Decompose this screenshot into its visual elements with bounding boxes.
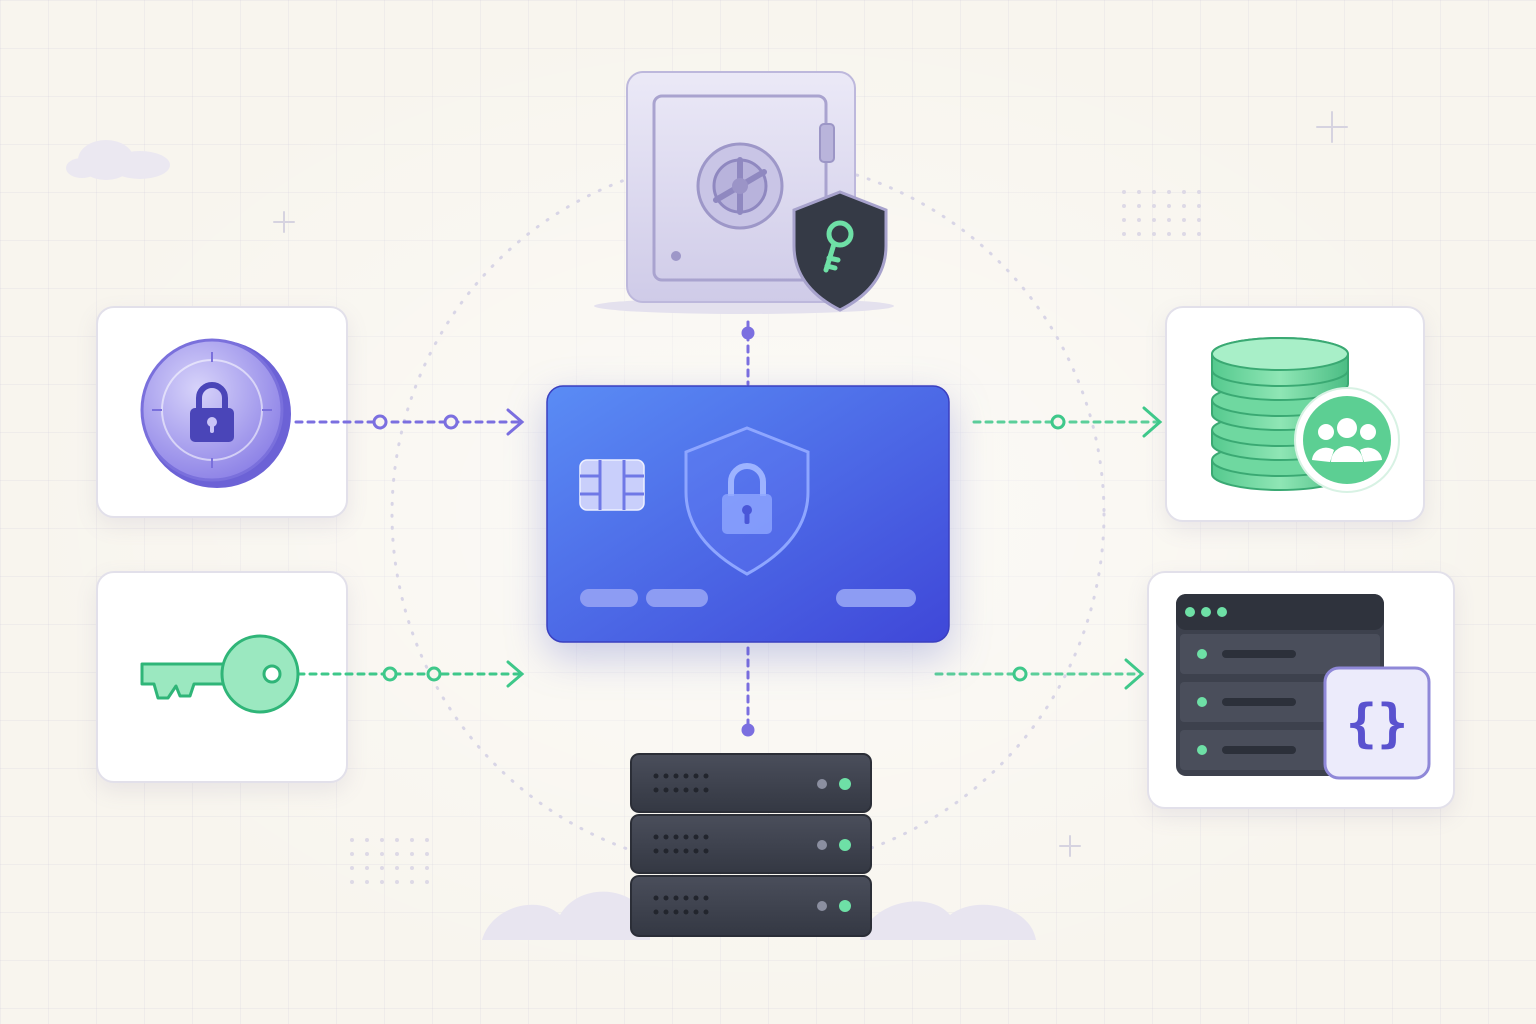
secure-payment-card [546,385,950,643]
card-chip-icon [579,459,645,511]
connector-key-to-card [296,660,525,688]
lock-coin-icon [140,338,291,488]
card-expiry-block [836,589,916,607]
cloud-decoration-left [66,140,170,180]
connector-card-to-server [741,646,755,737]
server-unit-1 [630,753,872,813]
cloud-decoration-bottom [482,891,1036,940]
users-badge-icon [1294,387,1400,493]
svg-text:{}: {} [1346,694,1409,754]
code-braces-icon: {} [1323,666,1431,780]
connector-vault-to-card [741,320,755,386]
key-icon [140,634,300,714]
shield-key-icon [792,190,888,312]
shield-lock-icon [684,426,810,576]
secure-vault [594,71,894,314]
dot-grid-decoration-left [350,838,429,884]
connector-card-to-database [972,406,1163,438]
database-users-icon [1211,337,1400,493]
dot-grid-decoration-right [1122,190,1201,236]
server-unit-2 [630,814,872,874]
connector-card-to-api [934,658,1145,690]
vault-dial-icon [696,142,784,230]
orbit-ring [390,156,1106,872]
server-stack-icon [630,753,872,937]
plus-decoration [273,111,1348,857]
connector-lock-to-card [294,408,525,436]
card-number-block-1 [580,589,638,607]
card-number-block-2 [646,589,708,607]
api-server-icon: {} [1176,594,1431,780]
server-unit-3 [630,875,872,937]
